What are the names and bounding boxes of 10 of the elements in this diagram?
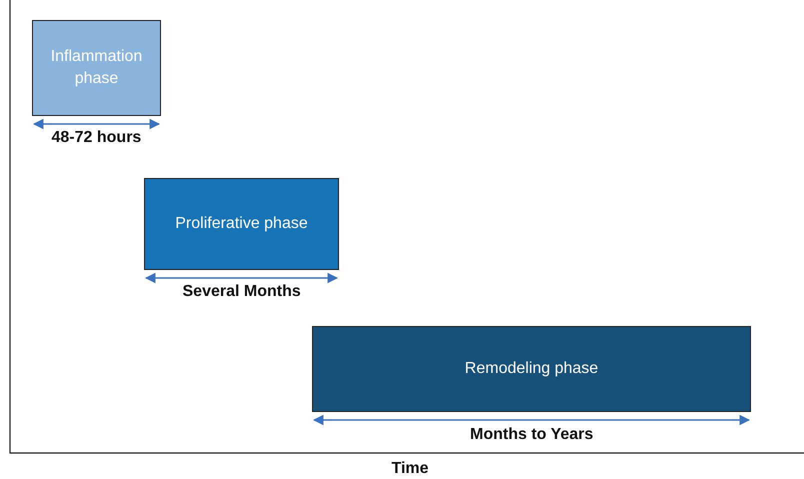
phase-name: Inflammation phase: [50, 47, 144, 89]
phase-box: [32, 20, 161, 116]
phase-box: [312, 326, 751, 412]
axis-title: Time: [392, 460, 429, 478]
duration-label: 48-72 hours: [52, 129, 142, 147]
duration-label: Months to Years: [470, 426, 594, 444]
phase-box: [144, 178, 339, 270]
phase-name: Remodeling phase: [464, 359, 598, 379]
duration-label: Several Months: [182, 283, 301, 301]
phase-name: Proliferative phase: [175, 214, 308, 234]
